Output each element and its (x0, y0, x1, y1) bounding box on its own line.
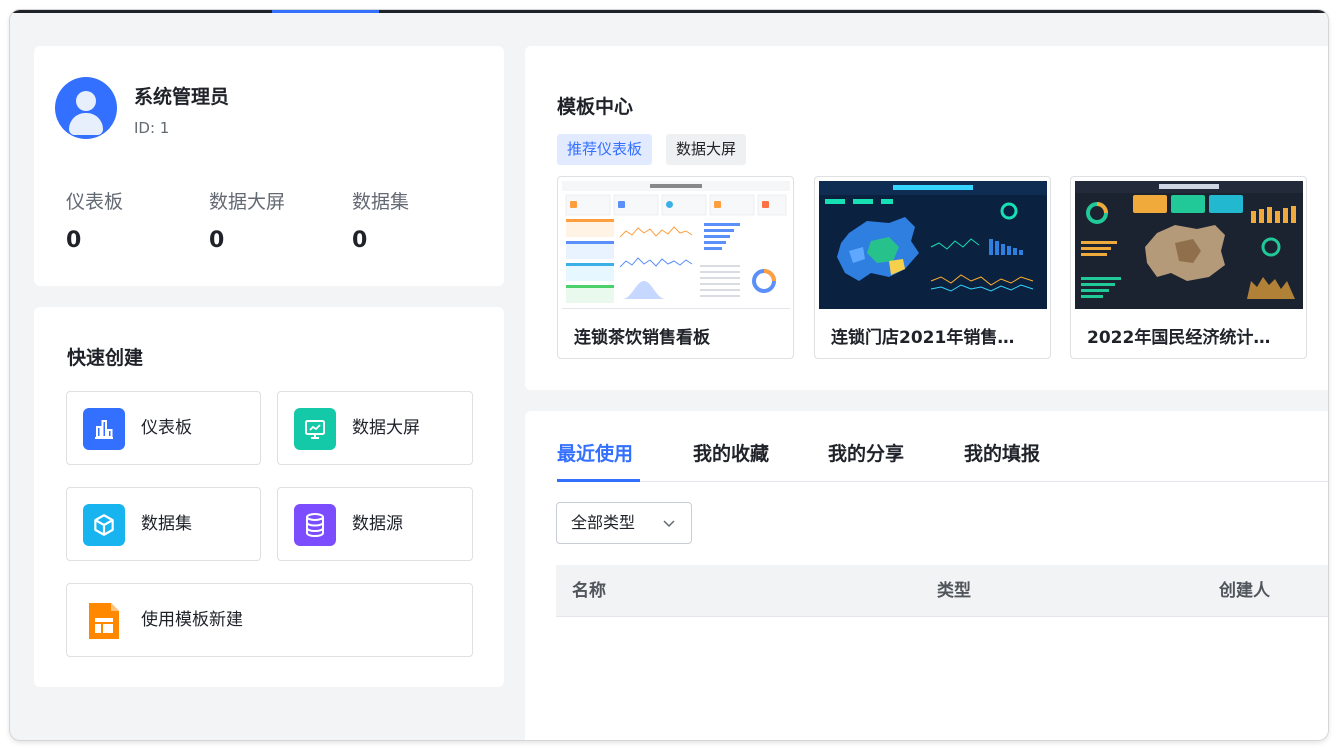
create-dataset-button[interactable]: 数据集 (66, 487, 261, 561)
template-name: 2022年国民经济统计… (1087, 328, 1271, 348)
tab-divider (557, 481, 1328, 482)
stat-value: 0 (209, 228, 225, 253)
recent-card: 最近使用 我的收藏 我的分享 我的填报 全部类型 名称 类型 创建人 (525, 411, 1328, 740)
template-card-chain-store-sales[interactable]: 连锁门店2021年销售… (814, 176, 1051, 359)
stat-screen: 数据大屏 0 (209, 187, 339, 253)
database-icon (294, 504, 336, 546)
active-tab-indicator (557, 479, 640, 482)
tab-recommended-dashboard[interactable]: 推荐仪表板 (557, 134, 653, 165)
stat-dataset: 数据集 0 (352, 187, 482, 253)
stat-value: 0 (66, 228, 82, 253)
create-datasource-label: 数据源 (352, 514, 403, 534)
create-screen-button[interactable]: 数据大屏 (277, 391, 473, 465)
template-center-title: 模板中心 (557, 96, 634, 118)
chevron-down-icon (661, 515, 677, 535)
user-icon (55, 77, 117, 139)
create-dashboard-button[interactable]: 仪表板 (66, 391, 261, 465)
quick-create-card: 快速创建 仪表板 数据大屏 数据集 数据源 (34, 307, 504, 687)
stat-label: 数据集 (352, 191, 410, 213)
type-filter-select[interactable]: 全部类型 (556, 502, 692, 544)
table-header: 名称 类型 创建人 (556, 565, 1328, 617)
profile-card: 系统管理员 ID: 1 仪表板 0 数据大屏 0 数据集 0 (34, 46, 504, 286)
create-dashboard-label: 仪表板 (141, 418, 192, 438)
template-thumbnail (1075, 181, 1303, 309)
column-header-creator[interactable]: 创建人 (1219, 581, 1270, 601)
template-name: 连锁门店2021年销售… (831, 328, 1015, 348)
monitor-icon (294, 408, 336, 450)
user-name: 系统管理员 (134, 86, 230, 108)
top-bar-active-indicator (272, 10, 379, 13)
cube-icon (83, 504, 125, 546)
template-center-card: 模板中心 推荐仪表板 数据大屏 (525, 46, 1328, 390)
create-from-template-button[interactable]: 使用模板新建 (66, 583, 473, 657)
create-screen-label: 数据大屏 (352, 418, 420, 438)
stat-label: 仪表板 (66, 191, 124, 213)
template-name: 连锁茶饮销售看板 (574, 328, 710, 348)
create-from-template-label: 使用模板新建 (141, 610, 243, 630)
column-header-type[interactable]: 类型 (937, 581, 971, 601)
stat-dashboard: 仪表板 0 (66, 187, 196, 253)
user-id: ID: 1 (134, 119, 170, 137)
top-bar (10, 10, 1328, 13)
template-thumbnail (819, 181, 1047, 309)
stat-label: 数据大屏 (209, 191, 286, 213)
tab-data-screen[interactable]: 数据大屏 (666, 134, 747, 165)
stat-value: 0 (352, 228, 368, 253)
bar-chart-icon (83, 408, 125, 450)
tab-filled[interactable]: 我的填报 (964, 443, 1041, 465)
template-thumbnail (562, 181, 790, 309)
tab-shared[interactable]: 我的分享 (828, 443, 905, 465)
quick-create-title: 快速创建 (67, 347, 144, 369)
template-card-tea-sales[interactable]: 连锁茶饮销售看板 (557, 176, 794, 359)
tab-recent[interactable]: 最近使用 (557, 443, 634, 465)
column-header-name[interactable]: 名称 (572, 581, 606, 601)
template-card-national-economy[interactable]: 2022年国民经济统计… (1070, 176, 1307, 359)
type-filter-value: 全部类型 (571, 513, 636, 532)
create-datasource-button[interactable]: 数据源 (277, 487, 473, 561)
template-icon (83, 600, 125, 642)
app-window: 系统管理员 ID: 1 仪表板 0 数据大屏 0 数据集 0 快速创建 仪表板 (10, 10, 1328, 740)
create-dataset-label: 数据集 (141, 514, 192, 534)
tab-favorites[interactable]: 我的收藏 (693, 443, 770, 465)
